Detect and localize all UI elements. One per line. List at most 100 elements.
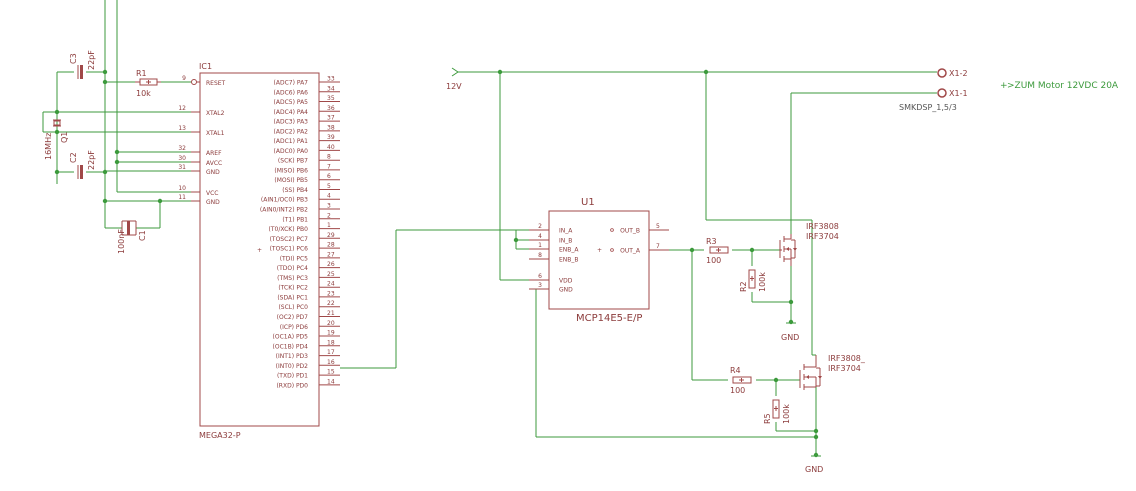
junction-dot [114,159,120,165]
r3-body [709,246,729,254]
r1-value: 10k [136,89,151,98]
ic1-pin-label: (ADC0) PA0 [274,148,309,155]
junction-dot [813,428,819,434]
r2-name: R2 [739,281,748,292]
ic1-pin-label: GND [206,199,220,206]
r5-name: R5 [763,413,772,424]
gnd-label: GND [805,465,823,474]
ic1-pin-label: (OC1B) PD4 [273,343,309,350]
ic1-pin-label: (ICP) PD6 [280,324,308,331]
ic1-pin-number: 15 [327,369,335,376]
fet1-name: IRF3808 [806,222,839,231]
u1-value: MCP14E5-E/P [576,313,642,324]
ic1-pin-label: (INT0) PD2 [276,363,309,370]
u1-pin-number: 7 [656,243,660,250]
ic1-plus-mark: + [257,247,262,254]
junction-dot [773,377,779,383]
ic1-name: IC1 [199,62,212,71]
ic1-pin-number: 9 [182,75,186,82]
ic1-pin-number: 38 [327,124,335,131]
ic1-pin-label: (SS) PB4 [282,187,308,194]
ic1-pin-label: (ADC5) PA5 [274,99,309,106]
ic1-pin-label: (RXD) PD0 [276,382,308,389]
ic1-pin-number: 18 [327,339,335,346]
ic1-pin-number: 30 [178,155,186,162]
ic1-pin-label: (TDI) PC5 [280,255,308,262]
ic1-pin-label: AVCC [206,160,222,167]
ic1-left-pins: 9RESET12XTAL213XTAL132AREF30AVCC31GND10V… [178,75,225,206]
ic1-pin-label: (TXD) PD1 [277,373,308,380]
ic1-pin-number: 8 [327,154,331,161]
junction-dot [54,169,60,175]
q1-name: Q1 [60,132,69,143]
ic1-pin-label: (TCK) PC2 [278,285,308,292]
ic1-pin-label: (MOSI) PB5 [274,177,308,184]
c3-value: 22pF [87,50,96,70]
ic1-pin-label: (ADC1) PA1 [274,138,309,145]
fet2: IRF3808_ IRF3704 [799,354,866,390]
junction-dot [813,452,819,458]
ic1-pin-label: RESET [206,80,226,87]
ic1-pin-number: 37 [327,115,335,122]
fet1-value: IRF3704 [806,232,839,241]
junction-dot [497,69,503,75]
gnd-symbol-2: GND [805,455,823,474]
connector-pin2-label: X1-1 [949,89,968,98]
junction-dot [102,198,108,204]
connector-pin-x1-1 [937,88,947,98]
connector-name: SMKDSP_1,5/3 [899,103,957,112]
junction-dot [788,299,794,305]
connector-pin-x1-2 [937,68,947,78]
connector-x1: X1-2 X1-1 SMKDSP_1,5/3 + >ZUM Motor 12VD… [899,68,1119,112]
u1-pin-label: ENB_B [559,257,579,264]
ic1-pin-label: (AIN0/INT2) PB2 [260,207,308,214]
u1-pin-label: VDD [559,278,573,285]
connector-pin1-label: X1-2 [949,69,968,78]
ic1-pin-number: 7 [327,163,331,170]
ic1-pin-number: 14 [327,378,335,385]
u1-output-inversion-mark [610,228,614,232]
ic1-pin-number: 6 [327,173,331,180]
junction-dot [513,237,519,243]
ic1-pin-label: (OC2) PD7 [277,314,309,321]
junction-dot [114,149,120,155]
junction-dot [102,79,108,85]
fet2-value: IRF3704 [828,364,861,373]
ic1-pin-number: 39 [327,134,335,141]
junction-dot [788,319,794,325]
ic1-pin-number: 4 [327,193,331,200]
r4-name: R4 [730,366,741,375]
ic1-pin-label: (TOSC2) PC7 [270,236,309,243]
r3-name: R3 [706,237,717,246]
ic1-pin-number: 17 [327,349,335,356]
u1-pin-label: OUT_B [620,228,640,235]
junctions [54,69,819,458]
junction-dot [54,109,60,115]
ic1-value: MEGA32-P [199,431,241,440]
u1-name: U1 [581,197,595,208]
ic1-pin-number: 19 [327,330,335,337]
q1: 16MHz Q1 [44,119,69,160]
u1-output-inversion-mark [610,248,614,252]
u1-plus-mark: + [597,247,602,254]
ic1-pin-label: (ADC4) PA4 [274,109,309,116]
ic1: IC1 MEGA32-P 9RESET12XTAL213XTAL132AREF3… [178,62,340,440]
ic1-pin-label: XTAL1 [206,130,225,137]
ic1-pin-number: 24 [327,281,335,288]
ic1-pin-number: 2 [327,212,331,219]
c1-value: 100nF [117,229,126,254]
gnd-label: GND [781,333,799,342]
ic1-pin-number: 11 [178,194,186,201]
ic1-pin-label: (SDA) PC1 [277,294,308,301]
r4-body [732,376,752,384]
ic1-pin-number: 27 [327,251,335,258]
ic1-pin-number: 3 [327,203,331,210]
ic1-pin-label: (SCK) PB7 [278,158,308,165]
r2: R2 100k [739,269,767,292]
ic1-pin-number: 29 [327,232,335,239]
fet1: IRF3808 IRF3704 [779,222,839,266]
ic1-pin-label: (TMS) PC3 [277,275,308,282]
supply-label: 12V [446,82,462,91]
reset-inversion-bubble [191,79,197,85]
